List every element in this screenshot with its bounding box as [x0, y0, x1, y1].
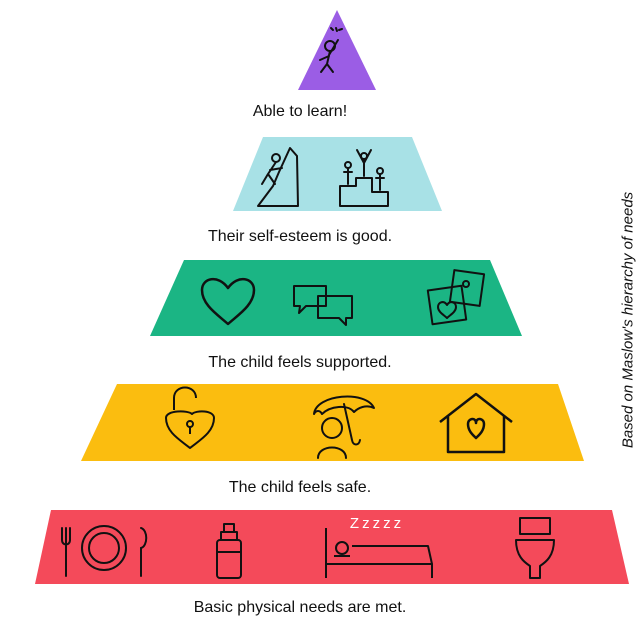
sleep-text: Zzzzz: [350, 515, 404, 532]
tier-1-shape: [298, 10, 376, 90]
water-bottle-icon: [216, 523, 242, 579]
tier-4-caption: The child feels safe.: [228, 479, 372, 496]
bed-icon: [325, 528, 433, 578]
tier-3-caption: The child feels supported.: [208, 354, 392, 371]
tier-2-caption: Their self-esteem is good.: [207, 228, 393, 245]
heart-icon: [200, 278, 256, 326]
tier-2-shape: [233, 137, 442, 211]
side-note: Based on Maslow's hierarchy of needs: [619, 191, 637, 449]
podium-icon: [339, 149, 389, 207]
speech-bubbles-icon: [293, 285, 353, 326]
toilet-icon: [515, 517, 555, 579]
jumping-person-icon: [319, 27, 343, 73]
tier-5-shape: [35, 510, 629, 584]
tier-4-shape: [81, 384, 584, 461]
padlock-heart-icon: [165, 386, 215, 449]
tier-1-caption: Able to learn!: [252, 103, 348, 120]
photos-icon: [426, 269, 486, 326]
tier-5-caption: Basic physical needs are met.: [193, 599, 407, 616]
plate-cutlery-icon: [61, 525, 148, 577]
umbrella-person-icon: [313, 395, 375, 459]
house-heart-icon: [439, 392, 513, 454]
climbing-person-icon: [257, 147, 299, 207]
